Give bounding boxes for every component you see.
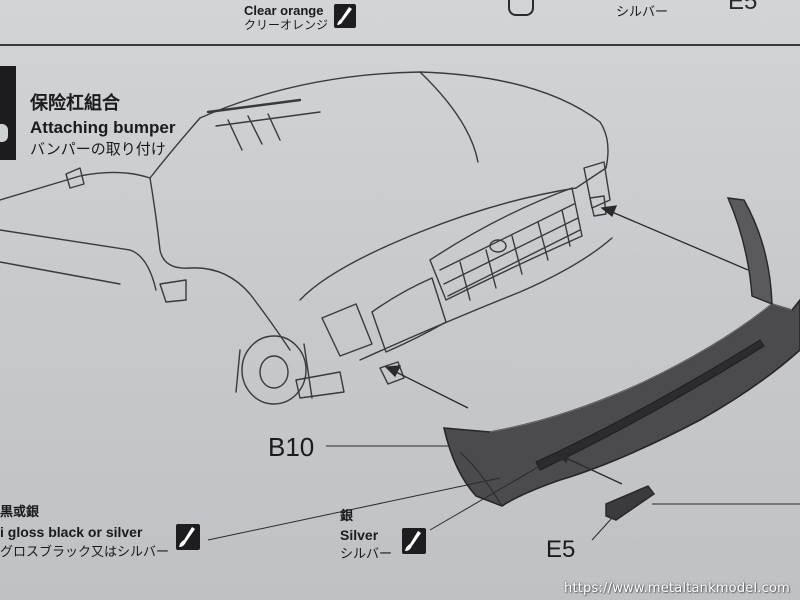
part-label-b10: B10 bbox=[268, 432, 315, 462]
step-number-block bbox=[0, 66, 16, 160]
top-right-jp: シルバー bbox=[616, 4, 669, 19]
step-title-en: Attaching bumper bbox=[30, 118, 176, 137]
paint-left-en: i gloss black or silver bbox=[0, 524, 143, 540]
paint-left-cn: 黒或銀 bbox=[0, 504, 40, 519]
top-color-name-jp: クリーオレンジ bbox=[244, 18, 329, 32]
paint-right-jp: シルバー bbox=[340, 546, 393, 561]
paintbrush-icon bbox=[176, 524, 200, 550]
step-title-cn: 保险杠組合 bbox=[30, 93, 120, 113]
part-label-e5: E5 bbox=[546, 536, 576, 563]
top-right-part-label: E5 bbox=[728, 0, 758, 15]
paintbrush-icon bbox=[334, 4, 356, 28]
paintbrush-icon bbox=[402, 528, 426, 554]
top-part-fragment bbox=[508, 0, 534, 16]
e5-part-shape bbox=[605, 485, 656, 521]
step-title-jp: バンパーの取り付け bbox=[30, 141, 166, 158]
watermark-url: https://www.metaltankmodel.com bbox=[564, 581, 790, 596]
paint-left-jp: グロスブラック又はシルバー bbox=[0, 544, 170, 559]
paint-right-cn: 銀 bbox=[340, 508, 354, 523]
paint-right-en: Silver bbox=[340, 527, 379, 543]
top-color-name-en: Clear orange bbox=[244, 3, 324, 18]
section-divider bbox=[0, 44, 800, 46]
b10-bumper-shape bbox=[442, 197, 800, 507]
